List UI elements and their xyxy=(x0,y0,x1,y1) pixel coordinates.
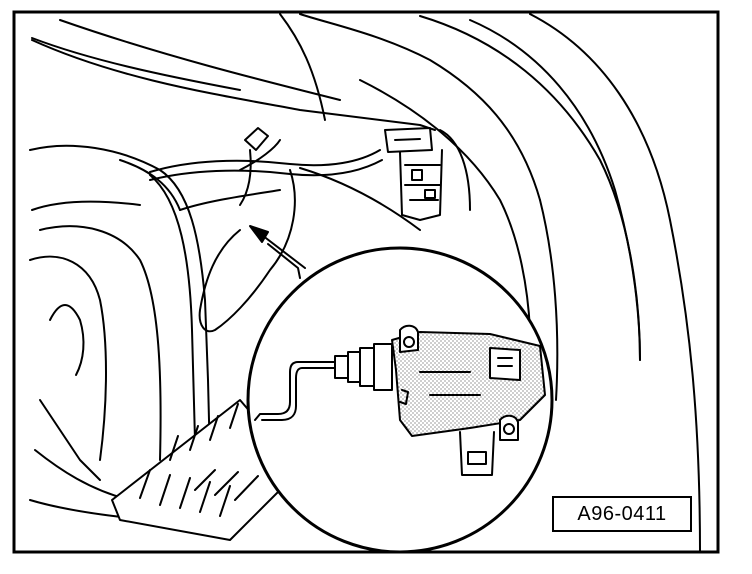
trunk-interior-panel xyxy=(29,13,701,552)
figure-reference-label: A96-0411 xyxy=(552,496,692,532)
leader-arrow xyxy=(249,225,306,279)
lock-actuator-connector xyxy=(384,127,471,221)
central-locking-actuator xyxy=(254,324,546,476)
wiring-harness xyxy=(149,127,421,333)
